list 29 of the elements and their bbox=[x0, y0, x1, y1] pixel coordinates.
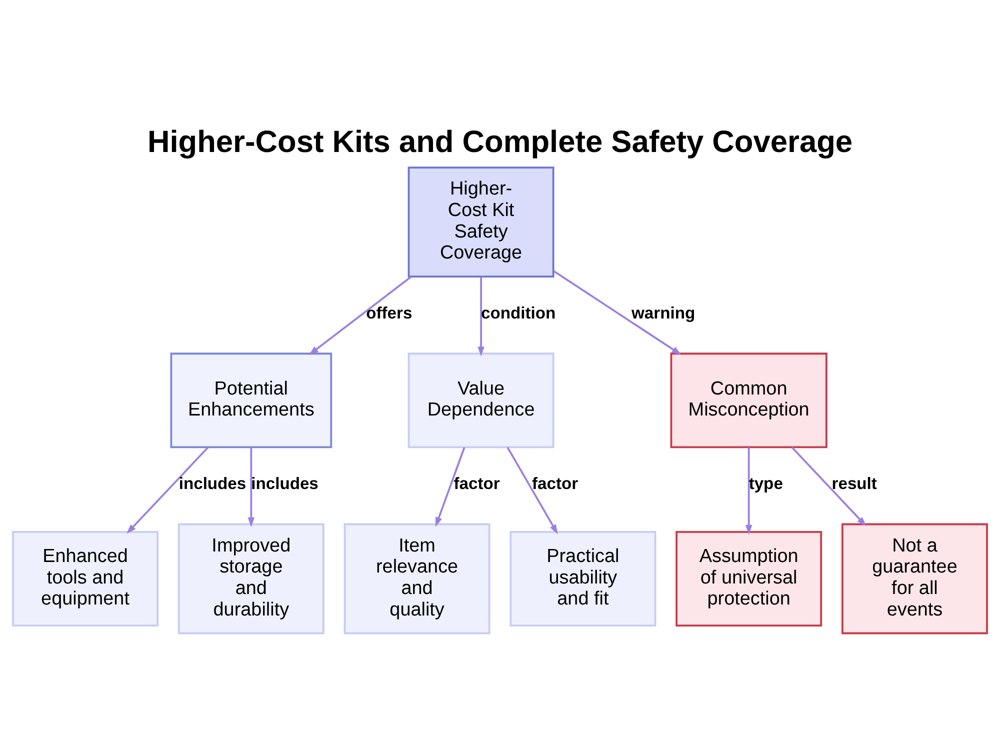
node-box: Improved storage and durability bbox=[178, 522, 324, 634]
node-box: Item relevance and quality bbox=[344, 522, 490, 634]
arrow bbox=[478, 276, 484, 356]
node-box: Potential Enhancements bbox=[170, 352, 332, 448]
edge-label: factor bbox=[532, 473, 578, 492]
edge-label: condition bbox=[481, 302, 556, 322]
edge-label: includes bbox=[178, 473, 246, 492]
node-box: Practical usability and fit bbox=[510, 530, 656, 626]
edge-label: offers bbox=[366, 302, 412, 322]
edge-label: warning bbox=[632, 302, 696, 322]
arrow bbox=[791, 446, 866, 526]
edge-label: type bbox=[748, 473, 783, 492]
arrow bbox=[126, 446, 209, 534]
node-box: Higher-Cost Kit Safety Coverage bbox=[408, 166, 554, 278]
node-box: Common Misconception bbox=[670, 352, 828, 448]
edge-label: includes bbox=[251, 473, 318, 492]
node-box: Value Dependence bbox=[408, 352, 554, 448]
node-box: Not a guarantee for all events bbox=[842, 522, 988, 634]
arrow bbox=[248, 446, 255, 527]
arrow bbox=[435, 446, 466, 526]
node-box: Assumption of universal protection bbox=[676, 530, 822, 626]
arrow bbox=[552, 270, 682, 354]
arrow bbox=[308, 276, 412, 355]
node-box: Enhanced tools and equipment bbox=[12, 530, 158, 626]
edge-label: result bbox=[832, 473, 877, 492]
arrow bbox=[506, 446, 558, 534]
diagram-title: Higher-Cost Kits and Complete Safety Coverage bbox=[147, 123, 853, 158]
edge-label: factor bbox=[454, 473, 500, 492]
arrow bbox=[745, 446, 752, 534]
